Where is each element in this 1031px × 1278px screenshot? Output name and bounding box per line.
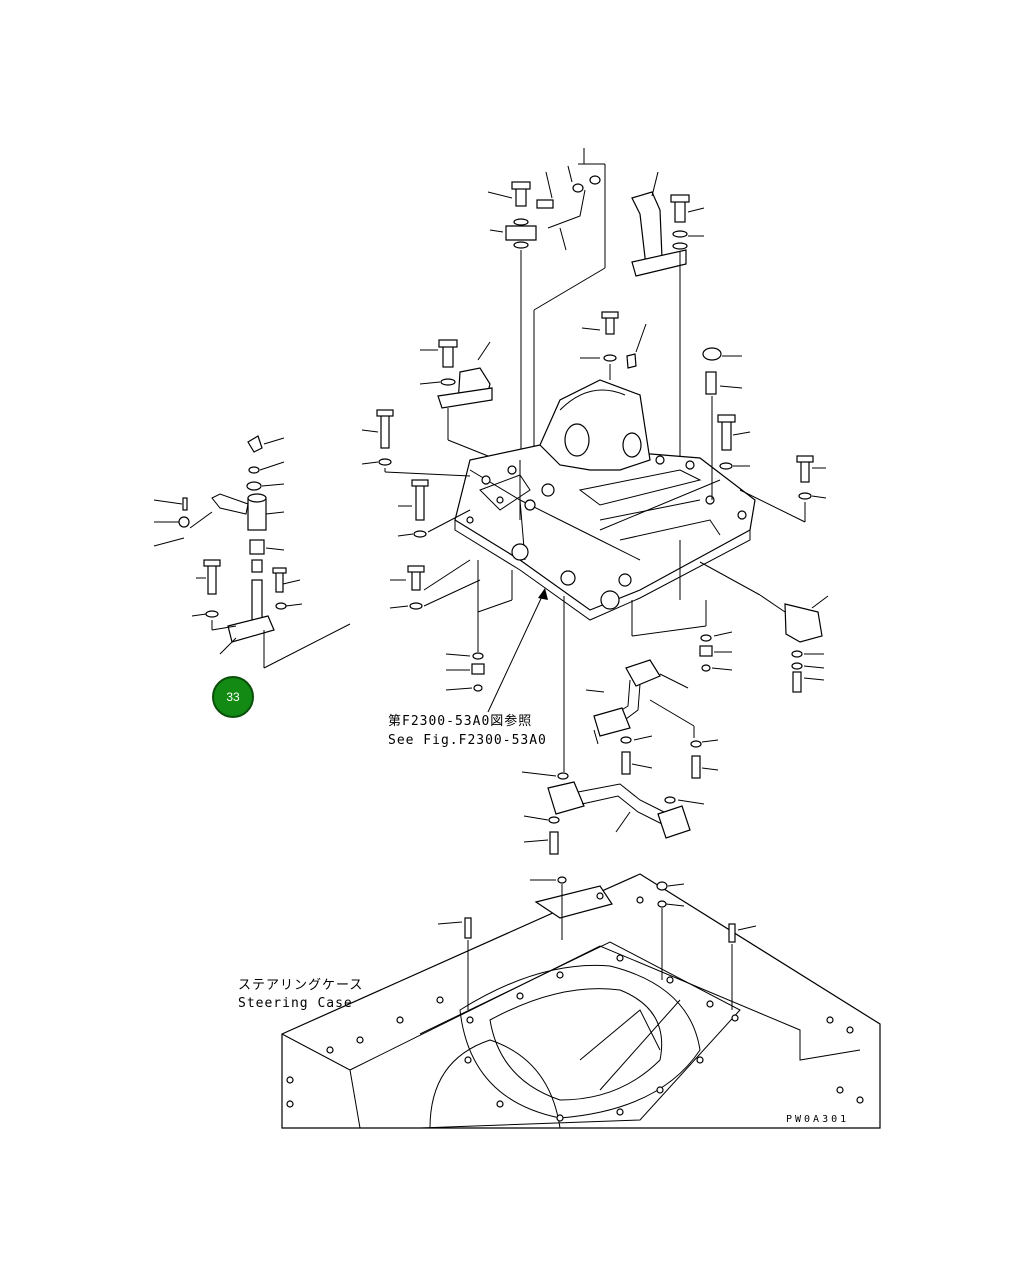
- steering-case: [281, 873, 881, 1129]
- reference-arrow: [487, 588, 548, 713]
- middle-clamp-assembly: [419, 339, 493, 457]
- reference-note-jp: 第F2300-53A0図参照: [388, 714, 533, 729]
- reference-note-en: See Fig.F2300-53A0: [388, 733, 547, 748]
- lower-seals: [445, 560, 733, 692]
- upper-bolt-assembly: [487, 148, 606, 460]
- callout-badge-33[interactable]: 33: [212, 676, 254, 718]
- right-cover-plate: [699, 561, 829, 693]
- valve-body: [454, 379, 756, 621]
- upper-right-bracket: [631, 171, 705, 540]
- drawing-code: PW0A301: [786, 1114, 850, 1125]
- oil-pipe-assembly-2: [521, 596, 705, 855]
- left-linkage-assembly: [153, 435, 351, 669]
- case-label-jp: ステアリングケース: [238, 978, 364, 993]
- oil-pipe-assembly-1: [585, 659, 719, 779]
- case-label-en: Steering Case: [238, 996, 353, 1011]
- body-bolts: [361, 311, 827, 610]
